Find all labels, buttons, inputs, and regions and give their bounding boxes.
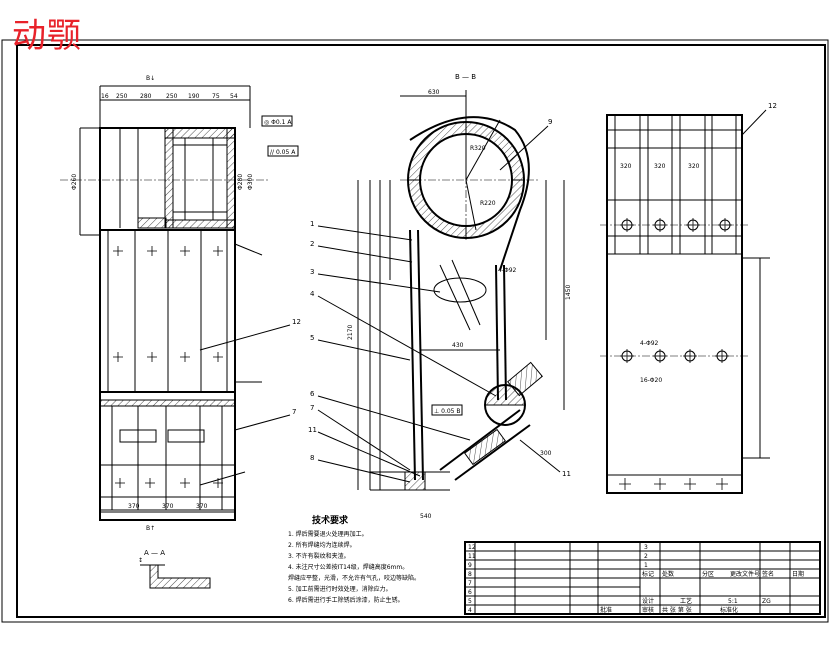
note-line-5: 焊缝应平整，光滑，不允许有气孔，咬边等缺陷。 [288, 574, 420, 582]
outer-frame [1, 39, 829, 623]
svg-text:5: 5 [468, 598, 472, 605]
side-hole-spec-1: 4-Φ92 [640, 340, 659, 347]
side-view: 320 320 320 4-Φ92 16-Φ20 12 [600, 102, 777, 494]
inner-frame [16, 44, 826, 618]
part-label-12-left: 12 [292, 318, 301, 326]
svg-text:1: 1 [310, 220, 314, 228]
bottom-dim-1: 370 [128, 503, 140, 510]
section-label: B — B [455, 73, 476, 81]
svg-text:3: 3 [310, 268, 314, 276]
title-block-row-labels: 标记 处数 分区 更改文件号 签名 日期 [642, 570, 804, 578]
bore-dim-3: Φ300 [247, 174, 254, 190]
section-dim-bottom: 540 [420, 513, 432, 520]
title-block-material: ZG [762, 598, 771, 605]
detail-label: A — A [144, 549, 165, 557]
section-dim-430: 430 [452, 342, 464, 349]
side-dim-2: 320 [654, 163, 666, 170]
side-dim-3: 320 [688, 163, 700, 170]
svg-text:8: 8 [468, 571, 472, 578]
svg-text:7: 7 [310, 404, 314, 412]
note-line-7: 6. 焊后需进行手工除锈后涂漆，防止生锈。 [288, 596, 404, 604]
section-dim-height: 2170 [347, 325, 354, 340]
tolerance-frame-2: // 0.05 A [270, 149, 296, 156]
bom-rows: 12 11 9 8 7 6 5 4 3 2 1 [468, 544, 648, 614]
svg-text:标准化: 标准化 [720, 606, 738, 614]
title-stamp: 动颚 [12, 16, 82, 56]
note-line-2: 2. 所有焊缝均为连续焊。 [288, 541, 356, 549]
title-block-sheet-count: 共 张 第 张 [662, 606, 692, 614]
svg-text:250: 250 [166, 93, 178, 100]
svg-text:2: 2 [644, 553, 648, 560]
view-label-b: B↓ [146, 75, 155, 82]
side-hole-spec-2: 16-Φ20 [640, 377, 662, 384]
svg-text:6: 6 [468, 589, 472, 596]
title-block: 标记 处数 分区 更改文件号 签名 日期 设计 审核 工艺 标准化 批准 5:1… [464, 541, 821, 615]
svg-text:更改文件号: 更改文件号 [730, 570, 760, 578]
title-block-scale: 5:1 [728, 598, 738, 605]
bottom-dim-2: 370 [162, 503, 174, 510]
svg-text:批准: 批准 [600, 606, 612, 614]
detail-a: A — A ↕ [138, 549, 211, 589]
radius-r220: R220 [480, 200, 496, 207]
svg-text:2: 2 [310, 240, 314, 248]
svg-text:4: 4 [310, 290, 315, 298]
svg-text:5: 5 [310, 334, 314, 342]
part-number-labels: 1 2 3 4 5 6 7 11 8 9 11 [308, 118, 571, 478]
svg-text:7: 7 [468, 580, 472, 587]
svg-text:工艺: 工艺 [680, 597, 692, 605]
section-dim-300: 300 [540, 450, 552, 457]
svg-text:8: 8 [310, 454, 314, 462]
svg-text:6: 6 [310, 390, 315, 398]
svg-text:16: 16 [101, 93, 109, 100]
part-label-7-left: 7 [292, 408, 296, 416]
radius-r320: R320 [470, 145, 486, 152]
bore-dim-1: Φ260 [71, 174, 78, 190]
bottom-dim-3: 370 [196, 503, 208, 510]
tolerance-frame-1: ◎ Φ0.1 A [264, 119, 292, 126]
svg-text:审核: 审核 [642, 606, 654, 614]
svg-text:9: 9 [468, 562, 472, 569]
tolerance-frame-3: ⊥ 0.05 B [434, 408, 461, 415]
detail-dim-1: ↕ [138, 557, 143, 564]
svg-text:11: 11 [468, 553, 476, 560]
svg-text:处数: 处数 [662, 570, 674, 578]
svg-text:9: 9 [548, 118, 552, 126]
notes-title: 技术要求 [312, 514, 349, 526]
note-line-1: 1. 焊后需要退火处理再加工。 [288, 530, 368, 538]
bore-dim-2: Φ280 [237, 174, 244, 190]
part-label-12-right: 12 [768, 102, 777, 110]
svg-text:1: 1 [644, 562, 648, 569]
svg-text:250: 250 [116, 93, 128, 100]
section-dim-top: 630 [428, 89, 440, 96]
svg-text:11: 11 [562, 470, 571, 478]
svg-text:12: 12 [468, 544, 476, 551]
note-line-4: 4. 未注尺寸公差按IT14级，焊缝高度6mm。 [288, 563, 408, 571]
svg-text:75: 75 [212, 93, 220, 100]
svg-text:设计: 设计 [642, 597, 654, 605]
svg-text:标记: 标记 [642, 570, 654, 578]
side-dim-1: 320 [620, 163, 632, 170]
title-block-design-labels: 设计 审核 工艺 标准化 批准 [600, 597, 738, 614]
note-line-3: 3. 不许有裂纹和夹渣。 [288, 552, 350, 560]
svg-text:190: 190 [188, 93, 200, 100]
section-dim-span: 1450 [565, 285, 572, 300]
svg-text:11: 11 [308, 426, 317, 434]
svg-text:54: 54 [230, 93, 238, 100]
view-label-b2: B↑ [146, 525, 155, 532]
svg-text:4: 4 [468, 607, 472, 614]
svg-text:280: 280 [140, 93, 152, 100]
svg-text:日期: 日期 [792, 570, 804, 578]
note-line-6: 5. 加工前需进行时效处理，消除应力。 [288, 585, 392, 593]
top-dimension-texts: 16 250 280 250 190 75 54 [101, 93, 238, 100]
svg-text:3: 3 [644, 544, 648, 551]
svg-text:签名: 签名 [762, 570, 774, 578]
front-view: B↓ 16 250 280 250 190 75 54 Φ260 Φ280 Φ3… [60, 75, 301, 532]
section-view: B — B 630 R320 R220 4-Φ92 [308, 73, 572, 520]
hole-spec-section: 4-Φ92 [498, 267, 517, 274]
technical-notes: 技术要求 1. 焊后需要退火处理再加工。 2. 所有焊缝均为连续焊。 3. 不许… [288, 514, 420, 604]
svg-text:分区: 分区 [702, 570, 714, 578]
